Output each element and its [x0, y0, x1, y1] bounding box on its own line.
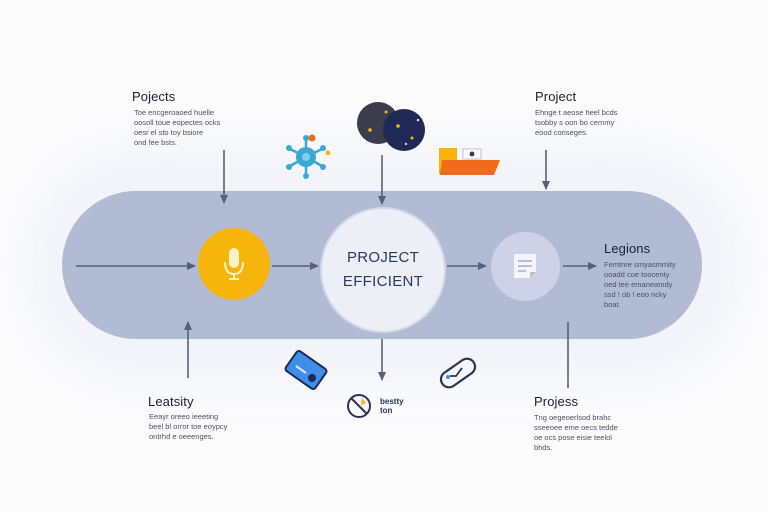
- legions-title: Legions: [604, 241, 651, 256]
- card-icon: [284, 350, 328, 390]
- desc-line: ssd ! ob ! eoo ncky: [604, 290, 667, 299]
- projess-description: Tng oegeoerlsod brahc sseeoee eme oecs t…: [534, 413, 618, 453]
- desc-line: ooadd coe toocenty: [604, 270, 670, 279]
- desc-line: oosoll toue eopectes ocks: [134, 118, 221, 127]
- brand-badge-text: bestty ton: [380, 397, 404, 415]
- desc-line: tsobby s oon bo cemmy: [535, 118, 615, 127]
- virus-icon: [286, 134, 331, 179]
- leatsity-title: Leatsity: [148, 394, 194, 409]
- desc-line: eood coriseges.: [535, 128, 588, 137]
- pojects-title: Pojects: [132, 89, 176, 104]
- center-node: PROJECT EFFICIENT: [322, 209, 444, 331]
- planet-icon: [357, 102, 425, 151]
- document-icon: [514, 254, 536, 278]
- folder-icon: [439, 148, 500, 175]
- document-node: [491, 232, 560, 301]
- projess-title: Projess: [534, 394, 579, 409]
- desc-line: beel bl orror toe eoypcy: [149, 422, 228, 431]
- project-description: Ehnge t aeose heel bcds tsobby s oon bo …: [535, 108, 618, 138]
- desc-line: Femtnre smyasmmity: [604, 260, 676, 269]
- microphone-node: [198, 228, 270, 300]
- project-title: Project: [535, 89, 577, 104]
- desc-line: Ehnge t aeose heel bcds: [535, 108, 618, 117]
- desc-line: Eeayr oreeo ieeeting: [149, 412, 219, 421]
- center-node-line1: PROJECT: [346, 249, 420, 266]
- desc-line: ontrhd e oeeenges.: [149, 432, 214, 441]
- pojects-description: Toe encgeroaoed huelle oosoll toue eopec…: [134, 108, 220, 148]
- brand-logo-icon: [347, 394, 371, 418]
- center-node-line2: EFFICIENT: [342, 273, 424, 290]
- desc-line: sseeoee eme oecs tedde: [534, 423, 618, 432]
- legions-description: Femtnre smyasmmity ooadd coe toocenty oe…: [604, 260, 676, 310]
- desc-line: Tng oegeoerlsod brahc: [534, 413, 612, 422]
- desc-line: ond fee bsts.: [134, 138, 177, 147]
- desc-line: bhds.: [534, 443, 553, 452]
- link-icon: [439, 357, 477, 389]
- desc-line: boat.: [604, 300, 621, 309]
- brand-badge-line2: ton: [380, 406, 393, 415]
- brand-badge-line1: bestty: [380, 397, 404, 406]
- desc-line: oe ocs pose eisie teelol: [534, 433, 612, 442]
- desc-line: oesr el sto toy bsiore: [134, 128, 204, 137]
- leatsity-description: Eeayr oreeo ieeeting beel bl orror toe e…: [149, 412, 227, 442]
- desc-line: Toe encgeroaoed huelle: [134, 108, 215, 117]
- desc-line: oed tee emaneamdy: [604, 280, 673, 289]
- microphone-icon: [224, 248, 244, 280]
